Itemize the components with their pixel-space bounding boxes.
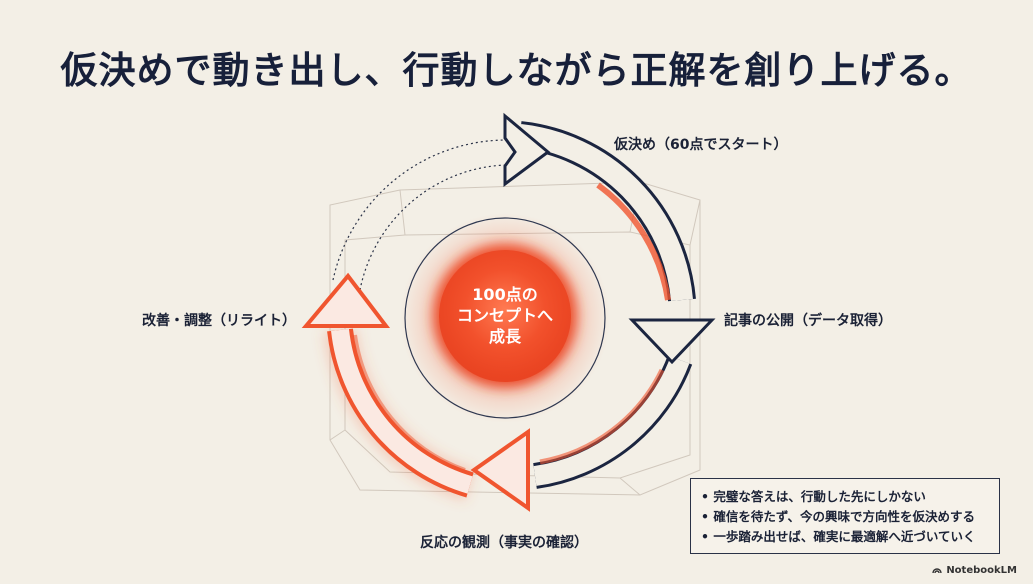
page-title: 仮決めで動き出し、行動しながら正解を創り上げる。 [60,49,973,92]
arrowhead-top [503,112,551,187]
stage-label-right: 記事の公開（データ取得） [724,313,892,329]
brand-watermark: NotebookLM [932,565,1017,576]
stage-label-bottom: 反応の観測（事実の確認） [420,535,588,551]
notebooklm-logo-icon [932,568,943,574]
brand-name: NotebookLM [946,565,1017,576]
stage-label-top: 仮決め（60点でスタート） [614,137,788,153]
key-point: • 完璧な答えは、行動した先にしかない [701,489,926,504]
arrowhead-left [301,272,391,328]
arrow-right-to-bottom [532,355,693,489]
center-ring [404,217,606,419]
center-label: 100点の コンセプトへ 成長 [440,284,570,347]
center-line-1: 100点の [472,285,538,304]
arrowhead-bottom [470,428,530,512]
key-points-box: • 完璧な答えは、行動した先にしかない • 確信を待たず、今の興味で方向性を仮決… [690,478,1000,554]
dotted-guide-arcs [332,139,506,291]
arrow-bottom-to-left [323,327,476,502]
key-point: • 確信を待たず、今の興味で方向性を仮決めする [701,509,975,524]
arrowhead-right [628,318,716,365]
key-point: • 一歩踏み出せば、確実に最適解へ近づいていく [701,529,976,544]
center-line-2: コンセプトへ [456,306,553,325]
center-line-3: 成長 [488,327,521,346]
stage-label-left: 改善・調整（リライト） [142,313,296,329]
arrow-top-to-right [518,121,696,302]
center-core [439,250,571,382]
